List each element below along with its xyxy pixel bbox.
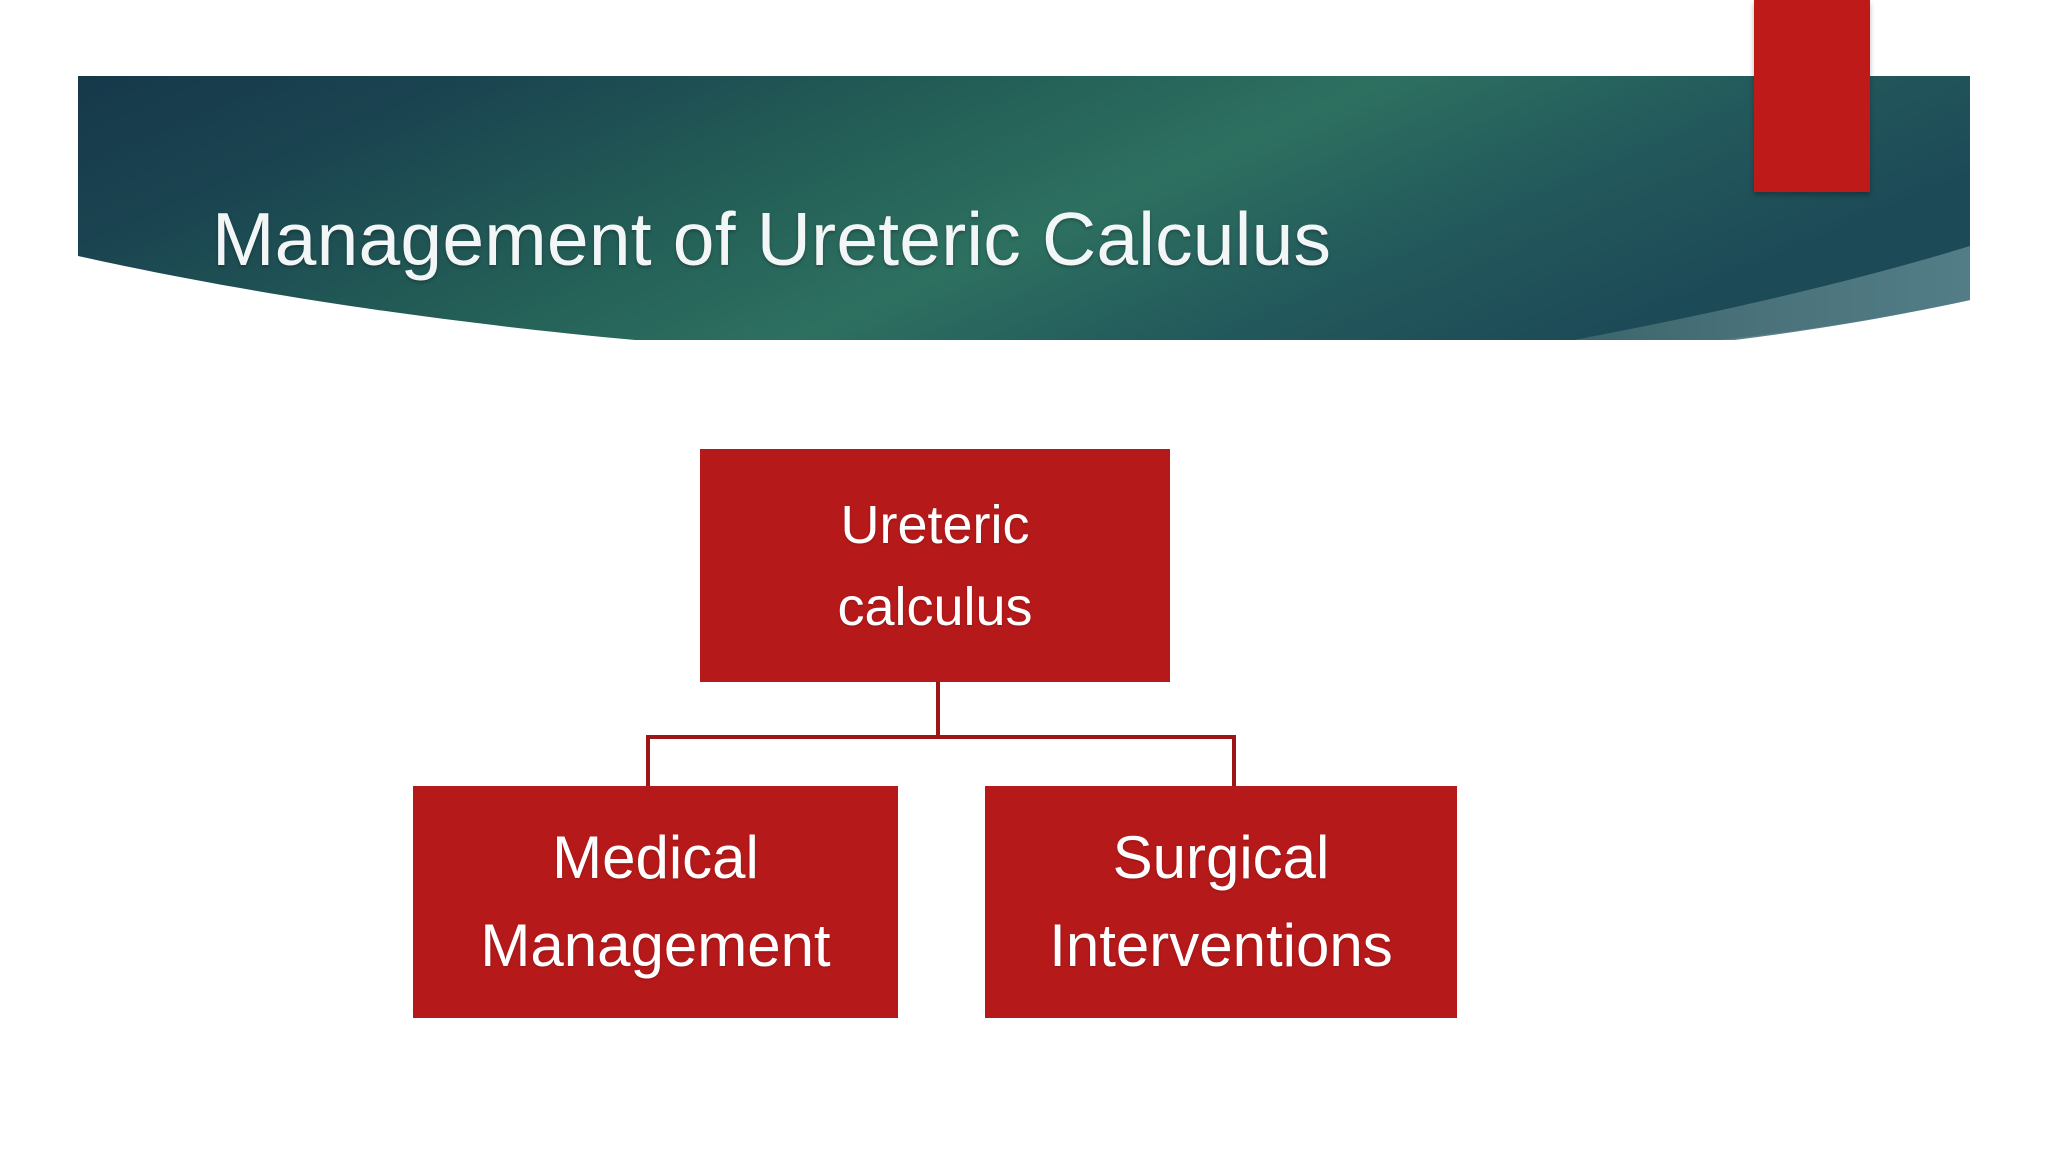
connector-horizontal-bar — [646, 735, 1236, 739]
flow-node-line: Surgical — [1112, 824, 1330, 891]
flow-node-medical-management: Medical Management — [413, 786, 898, 1018]
flow-node-line: Interventions — [1049, 912, 1393, 979]
flow-node-ureteric-calculus: Ureteric calculus — [700, 449, 1170, 682]
flow-node-line: Management — [480, 912, 831, 979]
flow-node-line: Ureteric — [840, 494, 1030, 555]
red-accent-bar — [1754, 0, 1870, 192]
connector-to-surgical — [1232, 735, 1236, 788]
connector-root-stem — [936, 682, 940, 737]
flow-node-surgical-interventions: Surgical Interventions — [985, 786, 1457, 1018]
flow-node-line: Medical — [552, 824, 759, 891]
flow-node-line: calculus — [837, 576, 1033, 637]
connector-to-medical — [646, 735, 650, 788]
